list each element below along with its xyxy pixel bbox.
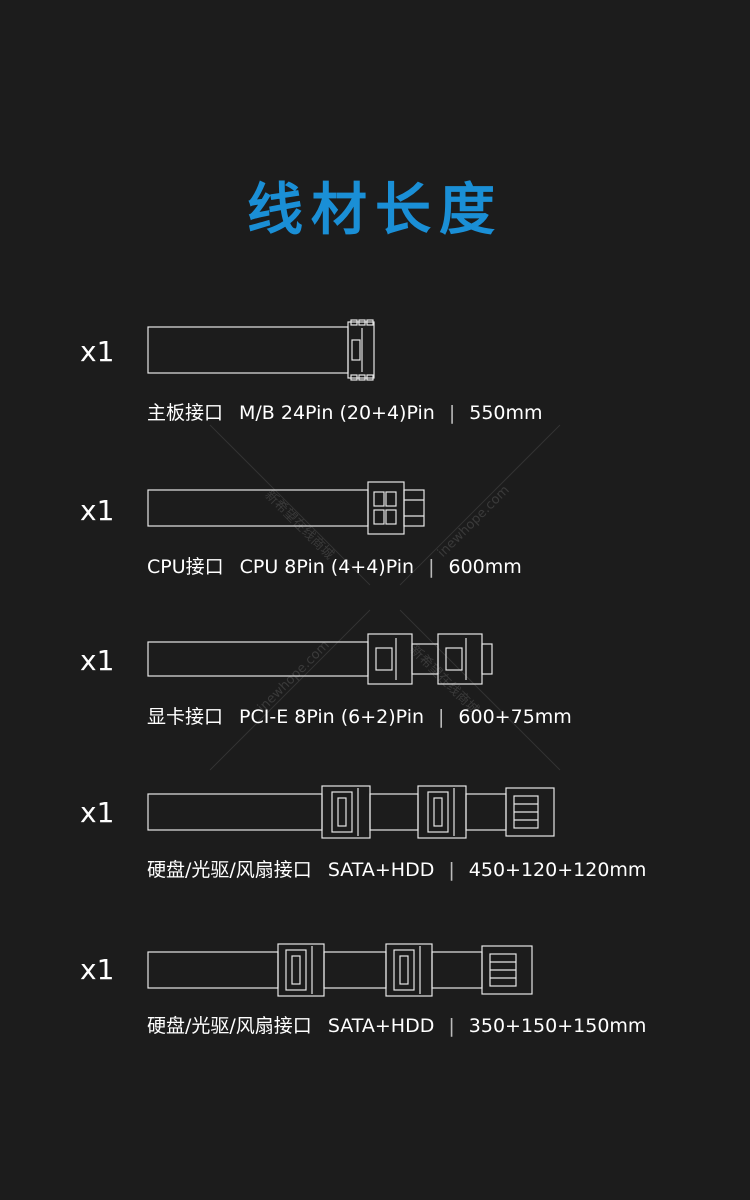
cable-length: 600+75mm <box>458 706 572 728</box>
quantity-label: x1 <box>80 953 115 986</box>
connector-spec: SATA+HDD <box>327 1015 435 1037</box>
separator: | <box>438 706 445 728</box>
cable-spec: CPU接口 CPU 8Pin (4+4)Pin | 600mm <box>147 552 522 579</box>
cable-length: 350+150+150mm <box>468 1015 647 1037</box>
connector-spec: PCI-E 8Pin (6+2)Pin <box>239 706 425 728</box>
sata-cable-icon <box>147 943 533 997</box>
separator: | <box>448 859 455 881</box>
connector-name: 主板接口 <box>147 402 224 424</box>
separator: | <box>448 1015 455 1037</box>
cable-spec: 显卡接口 PCI-E 8Pin (6+2)Pin | 600+75mm <box>147 702 572 729</box>
connector-spec: M/B 24Pin (20+4)Pin <box>239 402 435 424</box>
pcie-8pin-cable-icon <box>147 633 493 685</box>
quantity-label: x1 <box>80 335 115 368</box>
cable-spec: 硬盘/光驱/风扇接口 SATA+HDD | 450+120+120mm <box>147 855 646 882</box>
cable-length: 450+120+120mm <box>468 859 647 881</box>
cpu-8pin-cable-icon <box>147 481 425 535</box>
connector-name: 显卡接口 <box>147 706 224 728</box>
quantity-label: x1 <box>80 494 115 527</box>
separator: | <box>428 556 435 578</box>
separator: | <box>448 402 456 424</box>
atx-24pin-cable-icon <box>147 319 375 381</box>
connector-name: CPU接口 <box>147 556 224 578</box>
quantity-label: x1 <box>80 644 115 677</box>
page-title: 线材长度 <box>247 178 503 243</box>
sata-cable-icon <box>147 785 555 839</box>
connector-spec: SATA+HDD <box>327 859 435 881</box>
quantity-label: x1 <box>80 796 115 829</box>
cable-spec: 主板接口 M/B 24Pin (20+4)Pin | 550mm <box>147 398 543 425</box>
cable-length: 550mm <box>469 402 543 424</box>
connector-spec: CPU 8Pin (4+4)Pin <box>239 556 415 578</box>
connector-name: 硬盘/光驱/风扇接口 <box>147 1015 312 1037</box>
cable-length: 600mm <box>448 556 522 578</box>
connector-name: 硬盘/光驱/风扇接口 <box>147 859 312 881</box>
cable-spec: 硬盘/光驱/风扇接口 SATA+HDD | 350+150+150mm <box>147 1011 646 1038</box>
